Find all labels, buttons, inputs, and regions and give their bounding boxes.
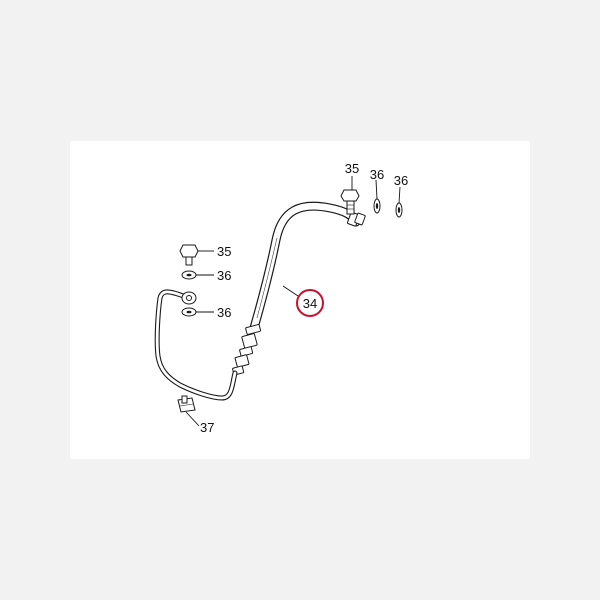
- label-35-left: 35: [217, 244, 231, 259]
- washer-top-b[interactable]: [395, 202, 403, 218]
- label-35-top: 35: [345, 161, 359, 176]
- diagram-frame: 35 36 36 35 36 36 37 34: [70, 141, 530, 459]
- leader-36-top-b: [398, 186, 401, 204]
- washer-left-lower[interactable]: [181, 307, 197, 317]
- label-36-left-lower: 36: [217, 305, 231, 320]
- bolt-left[interactable]: [179, 244, 199, 266]
- label-36-top-b: 36: [394, 173, 408, 188]
- parts-diagram: 35 36 36 35 36 36 37 34: [154, 161, 408, 435]
- leader-34: [282, 285, 299, 297]
- leader-37: [185, 411, 200, 427]
- washer-left-upper[interactable]: [181, 270, 197, 280]
- leader-36-top-a: [375, 179, 378, 200]
- bolt-top[interactable]: [340, 189, 360, 215]
- brake-hose[interactable]: [154, 201, 366, 401]
- highlight-circle: [296, 289, 324, 317]
- label-37: 37: [200, 420, 214, 435]
- washer-top-a[interactable]: [373, 198, 381, 214]
- label-34[interactable]: 34: [303, 296, 317, 311]
- clamp[interactable]: [177, 395, 196, 413]
- label-36-top-a: 36: [370, 167, 384, 182]
- label-36-left-upper: 36: [217, 268, 231, 283]
